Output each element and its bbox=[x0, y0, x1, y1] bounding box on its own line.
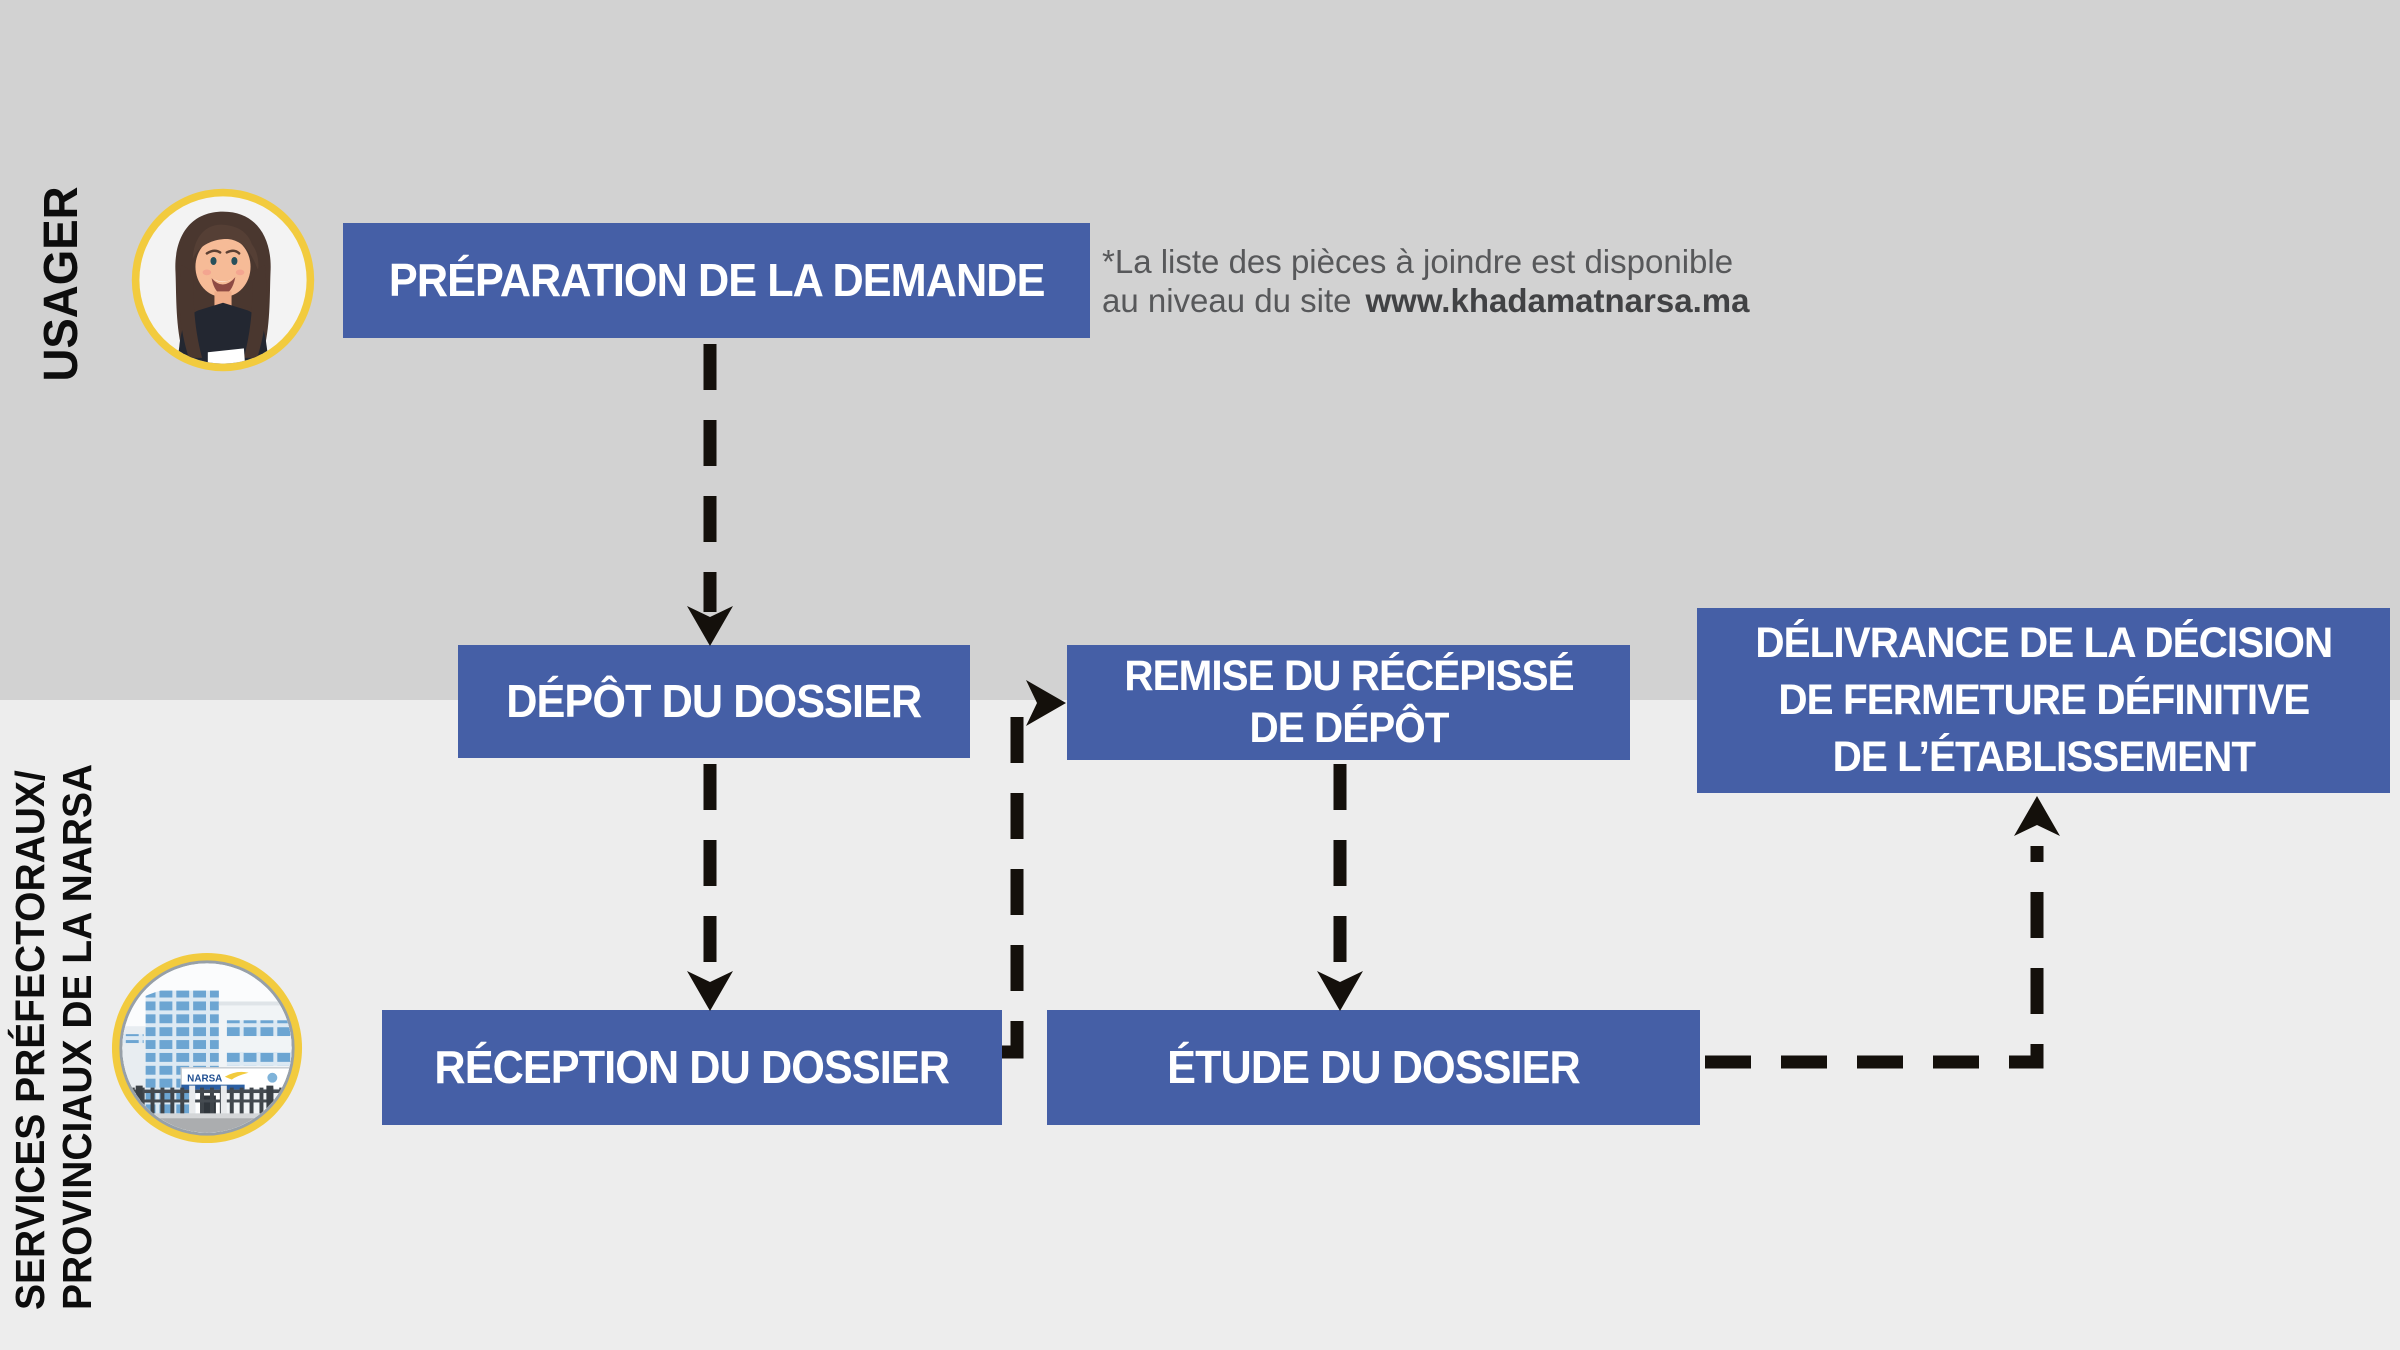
step-remise-label: REMISE DU RÉCÉPISSÉ DE DÉPÔT bbox=[1123, 651, 1574, 754]
footnote-pieces-a-joindre: *La liste des pièces à joindre est dispo… bbox=[1102, 243, 1902, 321]
step-delivrance-line1: DÉLIVRANCE DE LA DÉCISION bbox=[1755, 619, 2333, 668]
footnote-line1: *La liste des pièces à joindre est dispo… bbox=[1102, 243, 1734, 280]
step-reception-dossier: RÉCEPTION DU DOSSIER bbox=[382, 1010, 1002, 1125]
footnote-line2-text: au niveau du site bbox=[1102, 281, 1352, 319]
step-preparation-demande: PRÉPARATION DE LA DEMANDE bbox=[343, 223, 1090, 338]
step-remise-line2: DE DÉPÔT bbox=[1248, 703, 1449, 752]
step-delivrance-line3: DE L’ÉTABLISSEMENT bbox=[1832, 732, 2255, 781]
step-depot-dossier: DÉPÔT DU DOSSIER bbox=[458, 645, 970, 758]
usager-lane-background bbox=[0, 0, 2400, 700]
arrowhead-into-delivrance bbox=[2014, 796, 2060, 836]
lane-label-usager: USAGER bbox=[35, 186, 88, 382]
step-delivrance-decision: DÉLIVRANCE DE LA DÉCISION DE FERMETURE D… bbox=[1697, 608, 2390, 793]
narsa-building-icon: NARSA bbox=[111, 952, 303, 1144]
arrowhead-into-reception bbox=[687, 971, 733, 1011]
lane-label-services-narsa: SERVICES PRÉFECTORAUX/ PROVINCIAUX DE LA… bbox=[7, 763, 107, 1310]
step-delivrance-label: DÉLIVRANCE DE LA DÉCISION DE FERMETURE D… bbox=[1755, 615, 2333, 785]
footnote-line2: au niveau du site www.khadamatnarsa.ma bbox=[1102, 282, 1902, 321]
usager-person-icon bbox=[131, 188, 315, 372]
lane-label-services-line2: PROVINCIAUX DE LA NARSA bbox=[54, 763, 101, 1310]
building-sign-text: NARSA bbox=[187, 1074, 222, 1085]
step-remise-line1: REMISE DU RÉCÉPISSÉ bbox=[1123, 651, 1574, 700]
footnote-site-url: www.khadamatnarsa.ma bbox=[1365, 281, 1750, 319]
step-remise-recepisse: REMISE DU RÉCÉPISSÉ DE DÉPÔT bbox=[1067, 645, 1630, 760]
step-delivrance-line2: DE FERMETURE DÉFINITIVE bbox=[1778, 676, 2310, 725]
step-etude-label: ÉTUDE DU DOSSIER bbox=[1167, 1040, 1581, 1093]
connector-etude-to-delivrance bbox=[1705, 846, 2044, 1069]
connector-reception-to-remise bbox=[1002, 696, 1027, 1059]
step-etude-dossier: ÉTUDE DU DOSSIER bbox=[1047, 1010, 1700, 1125]
step-preparation-label: PRÉPARATION DE LA DEMANDE bbox=[388, 253, 1045, 306]
step-depot-label: DÉPÔT DU DOSSIER bbox=[506, 674, 922, 727]
lane-label-services-line1: SERVICES PRÉFECTORAUX/ bbox=[7, 770, 53, 1310]
arrowhead-into-etude bbox=[1317, 971, 1363, 1011]
step-reception-label: RÉCEPTION DU DOSSIER bbox=[434, 1040, 951, 1093]
